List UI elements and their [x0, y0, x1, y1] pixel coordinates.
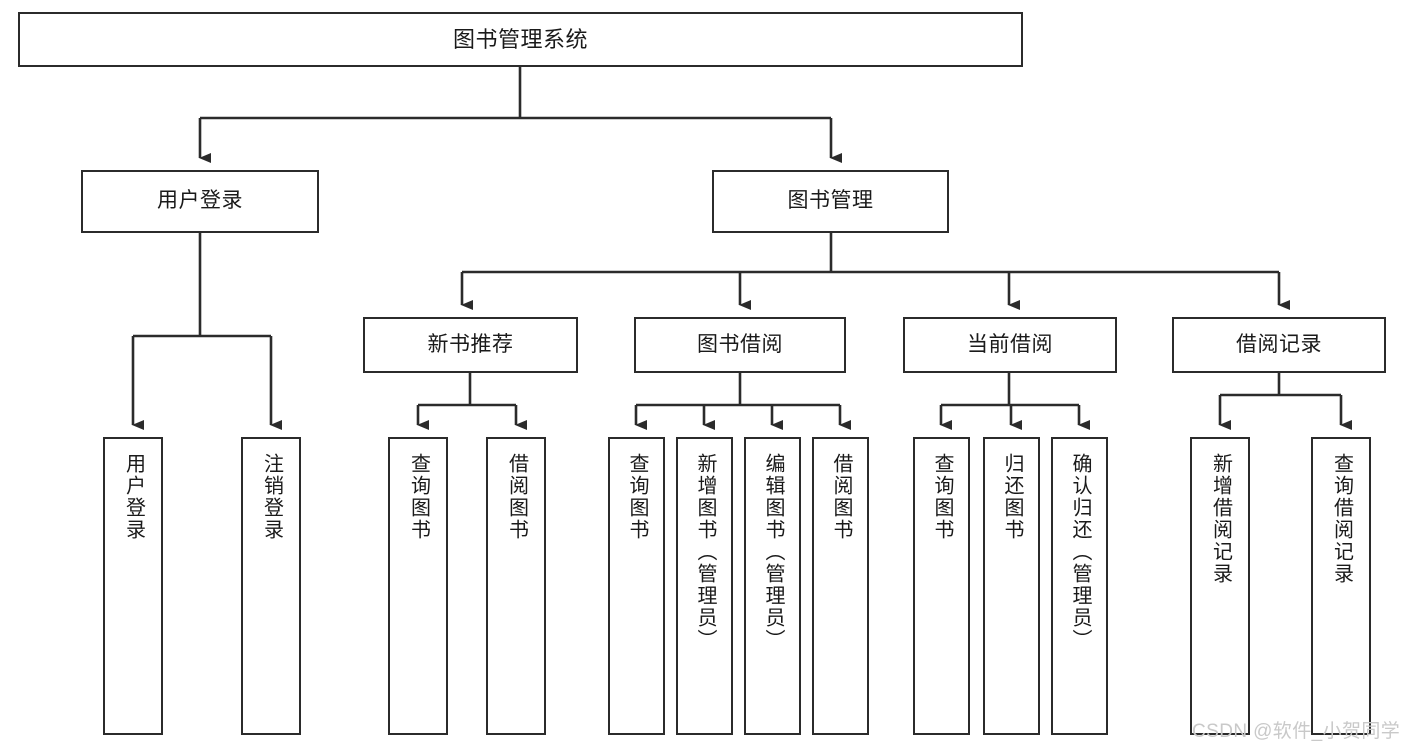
leaf-edit-book-label: 编辑图书（管理员）	[762, 453, 784, 651]
leaf-borrow-book-2-label: 借阅图书	[830, 453, 852, 541]
leaf-confirm-return[interactable]: 确认归还（管理员）	[1051, 437, 1108, 735]
leaf-user-login[interactable]: 用户登录	[103, 437, 163, 735]
leaf-return-book[interactable]: 归还图书	[983, 437, 1040, 735]
node-borrow-record-label: 借阅记录	[1236, 332, 1322, 356]
leaf-query-book-3[interactable]: 查询图书	[913, 437, 970, 735]
leaf-query-book-1-label: 查询图书	[407, 453, 430, 541]
leaf-query-book-2[interactable]: 查询图书	[608, 437, 665, 735]
leaf-confirm-return-label: 确认归还（管理员）	[1069, 453, 1091, 651]
leaf-user-login-label: 用户登录	[122, 453, 145, 541]
node-user-login[interactable]: 用户登录	[81, 170, 319, 233]
leaf-query-record[interactable]: 查询借阅记录	[1311, 437, 1371, 735]
leaf-query-book-1[interactable]: 查询图书	[388, 437, 448, 735]
leaf-query-book-3-label: 查询图书	[931, 453, 953, 541]
leaf-query-record-label: 查询借阅记录	[1330, 453, 1353, 585]
node-new-book-recommend-label: 新书推荐	[427, 332, 514, 356]
leaf-borrow-book-1-label: 借阅图书	[505, 453, 528, 541]
node-book-borrow[interactable]: 图书借阅	[634, 317, 846, 373]
leaf-borrow-book-2[interactable]: 借阅图书	[812, 437, 869, 735]
node-root-label: 图书管理系统	[452, 26, 588, 52]
node-book-borrow-label: 图书借阅	[697, 332, 783, 356]
csdn-watermark: CSDN @软件_小贺同学	[1192, 721, 1401, 742]
node-current-borrow[interactable]: 当前借阅	[903, 317, 1117, 373]
node-borrow-record[interactable]: 借阅记录	[1172, 317, 1386, 373]
node-user-login-label: 用户登录	[157, 189, 243, 213]
leaf-add-record[interactable]: 新增借阅记录	[1190, 437, 1250, 735]
node-root[interactable]: 图书管理系统	[18, 12, 1023, 67]
node-new-book-recommend[interactable]: 新书推荐	[363, 317, 578, 373]
leaf-edit-book[interactable]: 编辑图书（管理员）	[744, 437, 801, 735]
node-book-manage-label: 图书管理	[787, 189, 874, 213]
leaf-user-logout[interactable]: 注销登录	[241, 437, 301, 735]
leaf-query-book-2-label: 查询图书	[626, 453, 648, 541]
leaf-add-record-label: 新增借阅记录	[1209, 453, 1232, 585]
leaf-add-book-label: 新增图书（管理员）	[694, 453, 716, 651]
leaf-add-book[interactable]: 新增图书（管理员）	[676, 437, 733, 735]
leaf-user-logout-label: 注销登录	[260, 453, 283, 541]
leaf-borrow-book-1[interactable]: 借阅图书	[486, 437, 546, 735]
leaf-return-book-label: 归还图书	[1001, 453, 1023, 541]
node-current-borrow-label: 当前借阅	[967, 332, 1053, 356]
node-book-manage[interactable]: 图书管理	[712, 170, 949, 233]
